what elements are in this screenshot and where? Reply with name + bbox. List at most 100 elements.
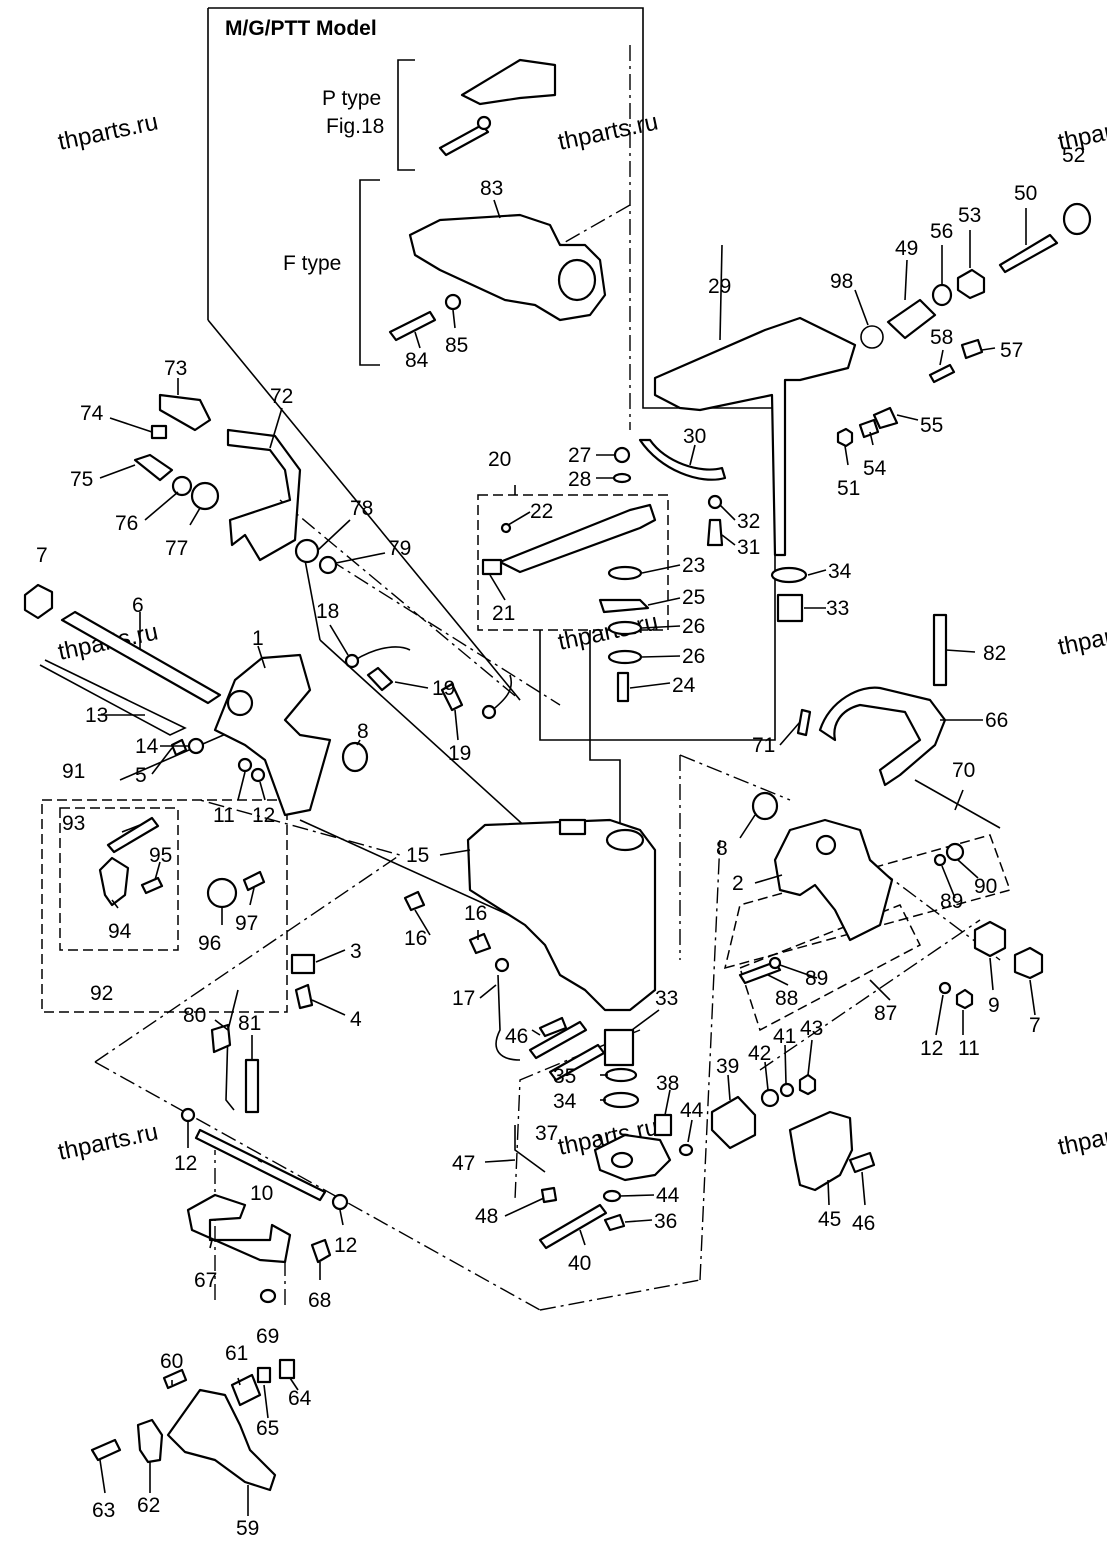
assembly-reference-lines [94, 420, 1001, 1311]
part-number-labels: 1 2 3 4 5 6 7 7 8 8 9 10 11 11 12 12 12 … [36, 144, 1085, 1540]
lead-17 [495, 974, 521, 1061]
part-label-2: 2 [732, 872, 744, 895]
part-label-91: 91 [62, 760, 85, 783]
bushing-8-left [341, 741, 369, 773]
stopper-plate-21 [481, 558, 503, 576]
spring-81 [244, 1058, 260, 1114]
bushing-49 [886, 298, 937, 340]
swivel-bracket-15-tab [558, 818, 587, 836]
lead-17-terminal [494, 957, 510, 973]
steering-bracket-29 [653, 316, 857, 557]
part-label-84: 84 [405, 349, 429, 372]
part-label-17: 17 [452, 987, 475, 1010]
part-label-9: 9 [988, 994, 1000, 1017]
part-label-22: 22 [530, 500, 553, 523]
part-label-19-upper: 19 [432, 677, 455, 700]
washer-42 [760, 1088, 780, 1108]
block-65 [256, 1366, 272, 1384]
leader-lines [98, 199, 1036, 1516]
part-label-4: 4 [350, 1008, 362, 1031]
ground-lead-18-terminal [344, 653, 360, 669]
washer-12-lower-right [331, 1193, 349, 1211]
plate-62 [136, 1418, 164, 1464]
part-label-73: 73 [164, 357, 187, 380]
p-type-bolt [438, 123, 490, 157]
part-label-72: 72 [270, 385, 293, 408]
p-type-fig-label: Fig.18 [326, 115, 384, 138]
part-label-59: 59 [236, 1517, 259, 1540]
part-label-67: 67 [194, 1269, 217, 1292]
part-label-69: 69 [256, 1325, 279, 1348]
part-label-89-upper: 89 [940, 890, 963, 913]
washer-12-lower-left [180, 1107, 196, 1123]
through-bolt-6 [60, 610, 222, 705]
part-label-70: 70 [952, 759, 975, 782]
watermark-text: thparts.ru [1056, 613, 1107, 660]
part-label-12-c: 12 [334, 1234, 357, 1257]
part-label-48: 48 [475, 1205, 498, 1228]
clamp-bracket-1 [213, 653, 332, 817]
nut-7-right [1013, 946, 1044, 980]
lever-72 [226, 428, 302, 562]
ground-lead-right-terminal [481, 704, 497, 720]
screw-16-center [468, 932, 492, 955]
thrust-rod-bracket-59 [166, 1388, 277, 1492]
part-label-25: 25 [682, 586, 705, 609]
clip-57 [960, 338, 984, 360]
part-label-37: 37 [535, 1122, 558, 1145]
tilt-handle-66 [818, 686, 947, 787]
clamp-bracket-1-hole [226, 689, 254, 717]
plate-55 [872, 406, 899, 430]
part-label-54: 54 [863, 457, 887, 480]
nut-43 [798, 1073, 817, 1096]
shaft-10 [194, 1128, 327, 1202]
washer-26-lower [607, 649, 643, 665]
part-label-41: 41 [773, 1025, 796, 1048]
part-label-89-lower: 89 [805, 967, 828, 990]
washer-44-lower [602, 1189, 622, 1203]
part-label-34-upper: 34 [828, 560, 852, 583]
link-73 [158, 393, 212, 432]
washer-28 [612, 472, 632, 484]
collar-90 [945, 842, 965, 862]
screw-16-left [403, 890, 426, 912]
screw-46-center [538, 1016, 568, 1038]
part-label-44-lower: 44 [656, 1184, 680, 1207]
part-label-71: 71 [752, 734, 775, 757]
bushing-8-right [751, 791, 779, 821]
part-label-82: 82 [983, 642, 1006, 665]
part-label-12-d: 12 [920, 1037, 943, 1060]
part-label-12-b: 12 [174, 1152, 197, 1175]
washer-36 [603, 1213, 626, 1232]
part-label-93: 93 [62, 812, 85, 835]
part-label-87: 87 [874, 1002, 897, 1025]
bushing-32 [707, 494, 723, 510]
stopper-20 [498, 503, 657, 574]
p-type-bracket [460, 58, 557, 106]
part-label-83: 83 [480, 177, 503, 200]
bushing-33-lower [603, 1028, 635, 1067]
model-title: M/G/PTT Model [225, 17, 377, 40]
swivel-bracket-15-bore [605, 828, 645, 852]
plate-25 [598, 598, 650, 614]
p-type-label: P type [322, 87, 381, 110]
part-label-57: 57 [1000, 339, 1023, 362]
part-label-68: 68 [308, 1289, 331, 1312]
part-label-27: 27 [568, 444, 591, 467]
part-label-92: 92 [90, 982, 113, 1005]
part-label-38: 38 [656, 1072, 679, 1095]
collar-77 [190, 481, 220, 511]
part-label-58: 58 [930, 326, 953, 349]
bolt-50 [998, 233, 1059, 274]
cap-52 [1062, 202, 1092, 236]
part-label-26-upper: 26 [682, 615, 705, 638]
part-label-20: 20 [488, 448, 511, 471]
bushing-14 [187, 737, 205, 755]
part-label-24: 24 [672, 674, 696, 697]
washer-89-upper [933, 853, 947, 867]
part-label-51: 51 [837, 477, 860, 500]
bolt-31 [706, 518, 724, 547]
part-label-5: 5 [135, 764, 147, 787]
part-label-11-right: 11 [958, 1037, 980, 1060]
part-label-29: 29 [708, 275, 731, 298]
